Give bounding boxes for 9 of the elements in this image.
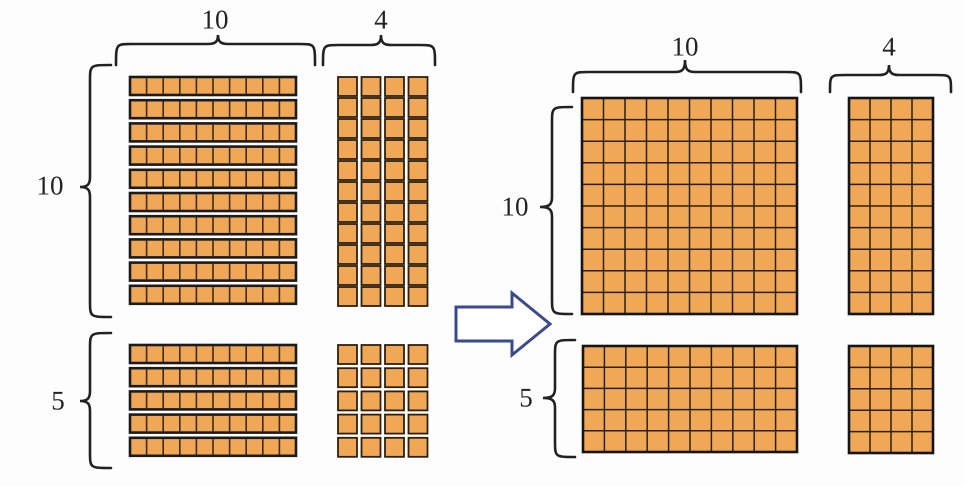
count-label: 10 xyxy=(202,6,228,34)
count-label: 5 xyxy=(51,388,65,414)
count-label: 5 xyxy=(519,384,533,412)
count-label: 10 xyxy=(672,34,698,60)
block-arrow xyxy=(454,290,552,358)
count-label: 4 xyxy=(374,6,388,34)
count-label: 4 xyxy=(882,34,896,60)
count-label: 10 xyxy=(36,172,64,200)
count-label: 10 xyxy=(502,194,528,220)
